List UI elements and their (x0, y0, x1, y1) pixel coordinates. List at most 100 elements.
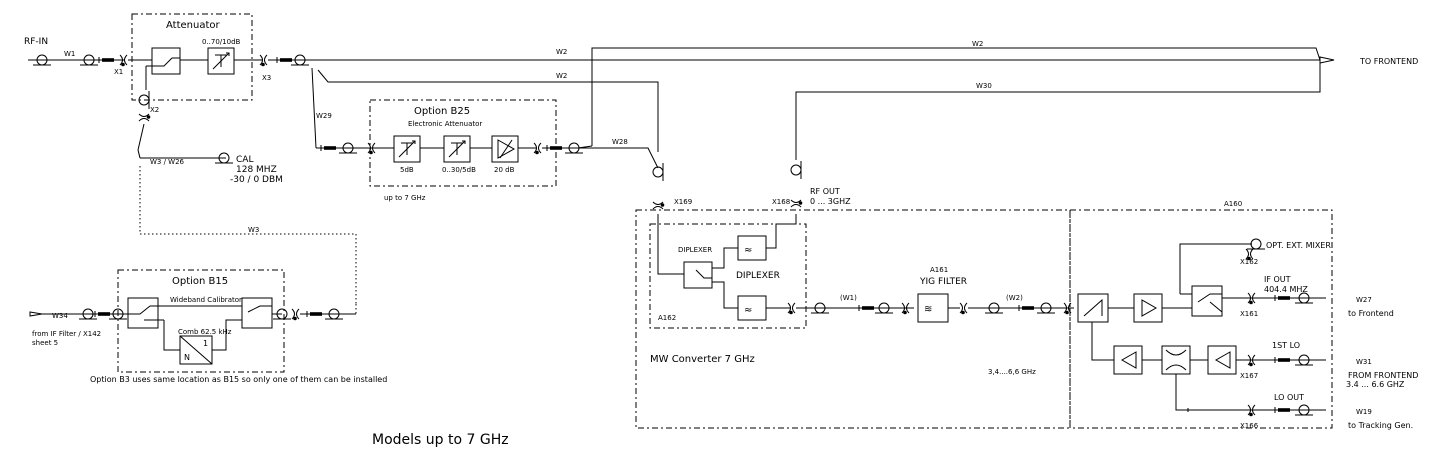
cal-level-label: -30 / 0 DBM (230, 175, 283, 185)
b15-output-switch (241, 297, 273, 329)
attenuator-range: 0..70/10dB (202, 38, 241, 46)
lo-out-label: LO OUT (1274, 393, 1304, 402)
highpass-filter-icon: ≈ (744, 305, 752, 316)
yig-input-jack-icon (901, 302, 910, 315)
highpass-filter (737, 295, 767, 321)
b25-030-label: 0..30/5dB (442, 166, 476, 174)
attenuator-switch (151, 47, 181, 75)
w3-w26-label: W3 / W26 (150, 158, 185, 166)
first-lo-label: 1ST LO (1272, 341, 1300, 350)
sheet5-label: sheet 5 (32, 339, 58, 347)
to-tracking-label: to Tracking Gen. (1348, 421, 1413, 430)
opt-ext-mixer-label: OPT. EXT. MIXER (1266, 241, 1331, 250)
divider-n-label: N (184, 353, 190, 362)
if-switch (1191, 285, 1223, 317)
w29-label: W29 (316, 112, 332, 120)
up-to-7ghz-label: up to 7 GHz (384, 194, 426, 202)
x2-jack-icon (138, 113, 151, 122)
b15-output-jack-icon (291, 308, 300, 321)
mw-converter-label: MW Converter 7 GHz (650, 354, 755, 365)
option-b15-block: Option B15 Wideband Calibrator W34 Comb … (29, 269, 387, 384)
yig-filter (917, 293, 949, 323)
a162-output-jack-icon (787, 302, 796, 315)
diplexer-label: DIPLEXER (736, 271, 780, 281)
diplexer-small-label: DIPLEXER (678, 246, 712, 254)
if-out-label: IF OUT (1264, 275, 1291, 284)
x166-label: X166 (1240, 422, 1259, 430)
x169-connector-icon (652, 162, 664, 182)
wideband-calibrator-label: Wideband Calibrator (170, 296, 242, 304)
lo-amplifier-2 (1207, 345, 1237, 375)
x168-jack-icon (790, 199, 803, 208)
x169-label: X169 (674, 198, 692, 206)
x3-label: X3 (262, 74, 271, 82)
x2-label: X2 (150, 106, 159, 114)
w2-paren-label: (W2) (1006, 294, 1023, 302)
w2-top-label: W2 (972, 40, 983, 48)
a160-label: A160 (1224, 200, 1242, 208)
electronic-attenuator-label: Electronic Attenuator (408, 120, 482, 128)
x167-jack-icon (1247, 354, 1256, 367)
top-routing: W2 W2 TO FRONTEND W2 W30 (268, 40, 1418, 160)
yig-filter-icon: ≋ (924, 304, 932, 315)
attenuator-block: Attenuator 0..70/10dB X3 X2 (128, 13, 271, 122)
attenuator-title: Attenuator (166, 20, 221, 31)
w2-left-label: W2 (556, 72, 567, 80)
cal-section: W3 / W26 CAL 128 MHZ -30 / 0 DBM W3 (137, 123, 357, 304)
lo-range-label: 3.4 ... 6.6 GHZ (1346, 380, 1405, 389)
rf-in-label: RF-IN (24, 37, 48, 47)
x169-jack-icon (652, 201, 665, 210)
x1-jack-icon (119, 54, 128, 67)
w2-mid-label: W2 (556, 48, 567, 56)
cal-label: CAL (236, 155, 253, 165)
lowpass-filter (737, 235, 767, 261)
option-b3-note: Option B3 uses same location as B15 so o… (90, 375, 387, 384)
x168-connector-icon (790, 160, 802, 180)
to-frontend-label: TO FRONTEND (1359, 57, 1418, 66)
yig-filter-label: YIG FILTER (919, 277, 967, 287)
option-b15-title: Option B15 (172, 276, 228, 287)
from-frontend-label: FROM FRONTEND (1348, 371, 1418, 380)
x161-jack-icon (1247, 292, 1256, 305)
w1-label: W1 (64, 50, 75, 58)
rf-input-section: RF-IN W1 X1 (24, 37, 128, 76)
x161-label: X161 (1240, 310, 1258, 318)
b25-20db-label: 20 dB (494, 166, 515, 174)
x162-label: X162 (1240, 258, 1258, 266)
w30-label: W30 (976, 82, 992, 90)
to-frontend-lc-label: to Frontend (1348, 309, 1394, 318)
x3-jack-icon (259, 54, 268, 67)
w1-paren-label: (W1) (840, 294, 857, 302)
mw-converter-block: A160 X169 X168 RF OUT 0 ... 3GHZ A162 DI… (635, 160, 1333, 429)
w34-label: W34 (52, 312, 68, 320)
b25-5db-label: 5dB (400, 166, 414, 174)
b25-input-jack-icon (367, 142, 376, 155)
b25-output-jack-icon (533, 142, 542, 155)
w28-label: W28 (612, 138, 628, 146)
yig-output-jack-icon (959, 302, 968, 315)
w27-label: W27 (1356, 296, 1372, 304)
if-amplifier (1133, 293, 1163, 323)
yig-range-label: 3,4....6,6 GHz (988, 368, 1036, 376)
x168-label: X168 (772, 198, 790, 206)
cal-freq-label: 128 MHZ (236, 165, 277, 175)
lowpass-filter-icon: ≈ (744, 245, 752, 256)
a160-block: OPT. EXT. MIXER X162 IF OUT 404.4 MHZ X1… (1077, 238, 1418, 430)
b15-input-switch (127, 297, 159, 329)
a162-label: A162 (658, 314, 676, 322)
models-note: Models up to 7 GHz (372, 432, 509, 448)
option-b25-title: Option B25 (414, 106, 470, 117)
w31-label: W31 (1356, 358, 1372, 366)
x1-label: X1 (114, 68, 123, 76)
if-freq-label: 404.4 MHZ (1264, 285, 1308, 294)
rf-out-label: RF OUT (810, 187, 840, 196)
comb-label: Comb 62.5 kHz (178, 328, 232, 336)
w19-label: W19 (1356, 408, 1372, 416)
a161-label: A161 (930, 266, 948, 274)
option-b25-block: W29 Option B25 Electronic Attenuator 5dB… (311, 67, 659, 202)
from-if-filter-label: from IF Filter / X142 (32, 330, 101, 338)
x167-label: X167 (1240, 372, 1258, 380)
w3-label: W3 (248, 226, 259, 234)
rf-out-range: 0 ... 3GHZ (810, 197, 851, 206)
